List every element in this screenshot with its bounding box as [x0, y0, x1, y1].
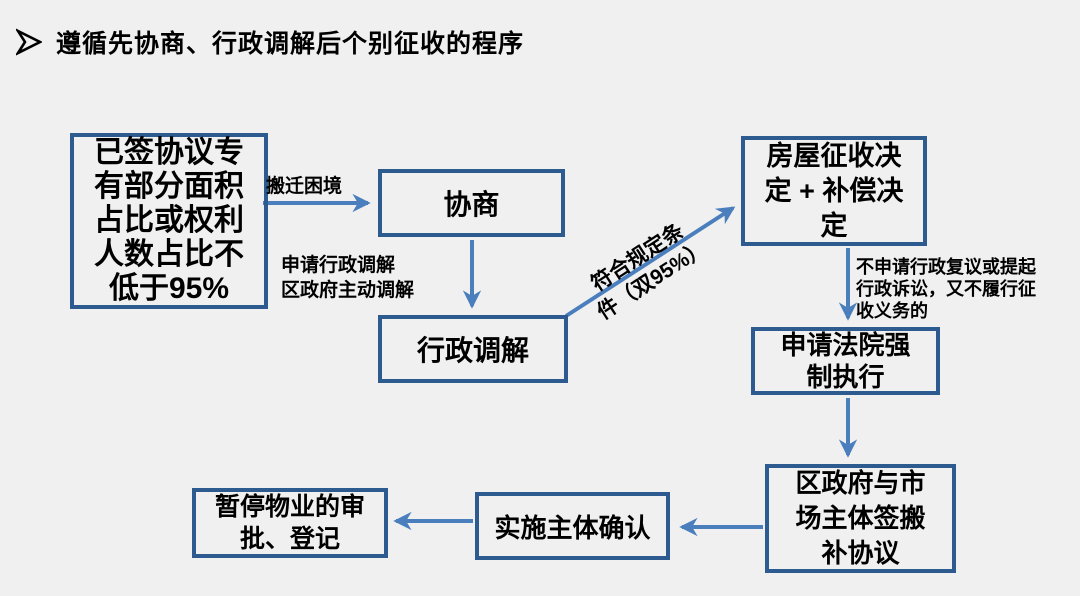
node-signed-agreement-ratio: 已签协议专 有部分面积 占比或权利 人数占比不 低于95%: [70, 133, 268, 309]
node-suspend-property-approval-registration: 暂停物业的审 批、登记: [192, 488, 388, 558]
page-title-text: 遵循先协商、行政调解后个别征收的程序: [56, 30, 525, 58]
edge-label-no-appeal-no-compliance: 不申请行政复议或提起 行政诉讼，又不履行征 收义务的: [856, 257, 1036, 321]
page-title: 遵循先协商、行政调解后个别征收的程序: [16, 24, 524, 60]
node-administrative-mediation: 行政调解: [378, 315, 568, 383]
edge-label-relocation-difficulty: 搬迁困境: [266, 176, 343, 197]
edge-label-apply-mediation: 申请行政调解 区政府主动调解: [281, 255, 415, 301]
node-court-enforcement: 申请法院强 制执行: [751, 327, 940, 395]
node-relocation-agreement: 区政府与市 场主体签搬 补协议: [765, 464, 956, 573]
node-implementation-subject-confirmation: 实施主体确认: [475, 492, 670, 560]
node-expropriation-compensation-decision: 房屋征收决 定 + 补偿决 定: [741, 136, 927, 246]
arrow-mediation-to-decision: [564, 206, 736, 318]
arrowhead-bullet-icon: [16, 28, 42, 56]
node-negotiation: 协商: [378, 169, 565, 237]
